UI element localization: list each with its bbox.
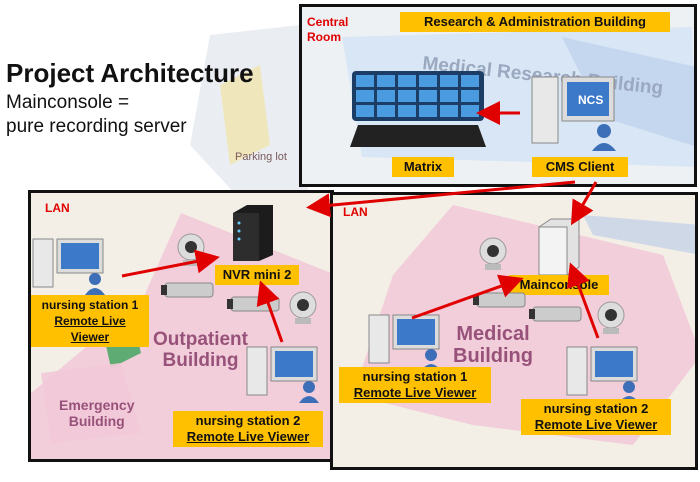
arrow-left-station1-to-nvr	[121, 249, 220, 278]
left-station-1-viewer: Remote Live Viewer	[54, 314, 126, 344]
emergency-line-2: Building	[68, 413, 125, 429]
right-lan-panel: LAN Medical Building Mainconsole nursing…	[330, 192, 698, 470]
left-station-2-label: nursing station 2 Remote Live Viewer	[173, 411, 323, 447]
subtitle-line-1: Mainconsole =	[6, 92, 130, 113]
nvr-device-icon	[233, 205, 273, 261]
arrow-cms-to-mainconsole	[570, 181, 598, 226]
server-icon	[538, 218, 580, 276]
dome-camera-icon	[289, 291, 317, 324]
left-station-2-viewer: Remote Live Viewer	[186, 429, 310, 444]
cms-client-label: CMS Client	[532, 157, 628, 177]
background-map: Parking lot	[190, 25, 308, 210]
arrow-cms-to-nvr	[306, 180, 576, 218]
emergency-building-text: Emergency Building	[59, 397, 134, 429]
building-title-label: Research & Administration Building	[400, 12, 670, 32]
medical-building-text: Medical Building	[453, 323, 533, 367]
workstation-icon	[32, 238, 105, 295]
right-lan-label: LAN	[343, 205, 368, 219]
left-station-2-name: nursing station 2	[195, 413, 301, 428]
outpatient-building-text: Outpatient Building	[153, 329, 248, 371]
emergency-line-1: Emergency	[59, 397, 135, 413]
central-room-label-1: Central	[307, 15, 349, 29]
arrow-right-station2-to-mainconsole	[567, 262, 600, 339]
right-station-1-viewer: Remote Live Viewer	[353, 385, 477, 400]
dome-camera-icon	[597, 301, 625, 334]
nvr-label: NVR mini 2	[215, 265, 299, 285]
matrix-label: Matrix	[392, 157, 454, 177]
arrow-right-station1-to-mainconsole	[411, 274, 524, 320]
workstation-icon	[246, 346, 319, 403]
left-station-1-label: nursing station 1 Remote Live Viewer	[31, 295, 149, 347]
right-station-2-name: nursing station 2	[543, 401, 649, 416]
bullet-camera-icon	[161, 282, 214, 298]
left-station-1-name: nursing station 1	[41, 298, 139, 312]
svg-text:Parking lot: Parking lot	[235, 151, 287, 163]
subtitle-line-2: pure recording server	[6, 116, 187, 137]
video-wall-icon	[350, 71, 486, 147]
right-station-2-label: nursing station 2 Remote Live Viewer	[521, 399, 671, 435]
arrow-left-station2-to-nvr	[256, 280, 284, 343]
right-station-1-label: nursing station 1 Remote Live Viewer	[339, 367, 491, 403]
central-room-panel: Medical Research Building Central Room R…	[299, 4, 697, 187]
medical-line-1: Medical	[456, 323, 530, 345]
right-station-1-name: nursing station 1	[362, 369, 468, 384]
ncs-text: NCS	[578, 93, 603, 107]
outpatient-line-2: Building	[162, 350, 239, 371]
central-room-label-2: Room	[307, 30, 341, 44]
cms-computer-icon: NCS	[531, 76, 616, 151]
right-station-2-viewer: Remote Live Viewer	[534, 417, 658, 432]
outpatient-line-1: Outpatient	[153, 329, 248, 350]
medical-line-2: Building	[453, 345, 533, 367]
bullet-camera-icon	[529, 306, 582, 322]
left-lan-label: LAN	[45, 201, 70, 215]
dome-camera-icon	[479, 237, 507, 270]
page-title: Project Architecture	[6, 58, 254, 88]
